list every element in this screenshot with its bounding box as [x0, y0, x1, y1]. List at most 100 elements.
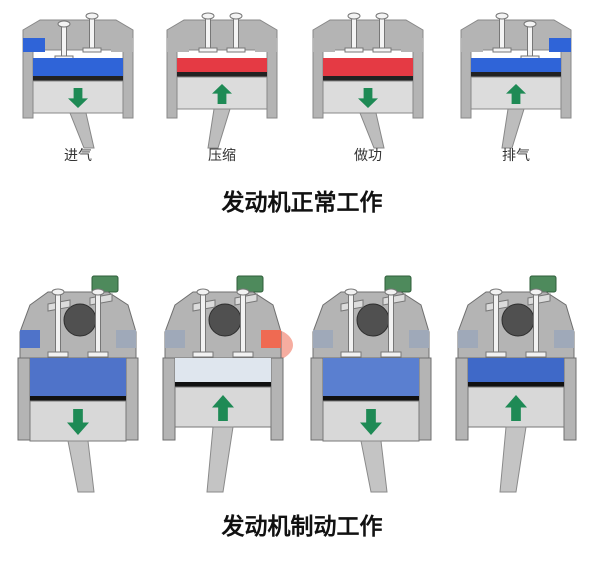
cylinder-wall-right — [270, 357, 284, 441]
intake-port — [313, 38, 335, 52]
cylinder-wall-left — [17, 357, 31, 441]
exhaust-valve-head — [372, 47, 392, 53]
normal-caption: 发动机正常工作 — [221, 189, 383, 216]
braking-caption: 发动机制动工作 — [221, 513, 383, 540]
exhaust-port — [255, 38, 277, 52]
piston-ring — [323, 396, 419, 401]
intake-valve-cap — [344, 288, 358, 296]
connecting-rod — [207, 108, 231, 149]
piston-ring — [468, 382, 564, 387]
combustion-chamber — [177, 58, 267, 72]
connecting-rod — [69, 112, 95, 149]
exhaust-port — [409, 330, 429, 348]
exhaust-valve-stem — [388, 289, 394, 355]
intake-port — [23, 38, 45, 52]
exhaust-port — [554, 330, 574, 348]
combustion-chamber — [30, 358, 126, 396]
exhaust-valve-stem — [533, 289, 539, 355]
cylinder-wall-right — [125, 357, 139, 441]
intake-valve-stem — [55, 289, 61, 355]
intake-valve-head — [340, 351, 362, 358]
cylinder-wall-left — [455, 357, 469, 441]
exhaust-valve-head — [525, 351, 547, 358]
braking-stroke-4 — [455, 275, 577, 493]
exhaust-valve-head — [87, 351, 109, 358]
normal-stroke-2: 压缩 — [166, 12, 278, 164]
combustion-chamber — [33, 58, 123, 76]
piston-direction-arrow — [358, 88, 378, 108]
exhaust-port — [549, 38, 571, 52]
combustion-chamber — [323, 58, 413, 76]
piston-direction-arrow — [360, 409, 382, 435]
piston-direction-arrow — [68, 88, 88, 108]
intake-valve-cap — [57, 20, 71, 28]
piston-direction-arrow — [67, 409, 89, 435]
camshaft — [501, 303, 535, 337]
exhaust-valve-cap — [91, 288, 105, 296]
stroke-label: 压缩 — [208, 148, 236, 164]
combustion-chamber — [468, 358, 564, 382]
cylinder-head — [460, 19, 572, 119]
piston-direction-arrow — [506, 84, 526, 104]
exhaust-port — [401, 38, 423, 52]
intake-valve-stem — [200, 289, 206, 355]
connecting-rod — [206, 426, 234, 493]
connecting-rod — [67, 440, 95, 493]
piston-ring — [177, 72, 267, 77]
braking-stroke-2 — [162, 275, 293, 493]
intake-valve-head — [192, 351, 214, 358]
intake-valve-head — [47, 351, 69, 358]
piston-ring — [471, 72, 561, 77]
intake-valve-cap — [51, 288, 65, 296]
intake-port — [167, 38, 189, 52]
combustion-chamber — [323, 358, 419, 396]
normal-operation-row: 进气压缩做功排气 — [22, 12, 572, 164]
cylinder-wall-left — [162, 357, 176, 441]
intake-valve-cap — [201, 12, 215, 20]
intake-valve-head — [344, 47, 364, 53]
exhaust-valve-cap — [85, 12, 99, 20]
exhaust-port — [261, 330, 281, 348]
exhaust-valve-head — [226, 47, 246, 53]
intake-port — [165, 330, 185, 348]
engine-braking-row — [17, 275, 577, 493]
exhaust-valve-head — [82, 47, 102, 53]
intake-valve-head — [485, 351, 507, 358]
intake-port — [313, 330, 333, 348]
piston-direction-arrow — [505, 395, 527, 421]
connecting-rod — [359, 112, 385, 149]
stroke-label: 进气 — [64, 148, 92, 164]
exhaust-valve-cap — [229, 12, 243, 20]
braking-stroke-1 — [17, 275, 139, 493]
intake-valve-cap — [489, 288, 503, 296]
piston-ring — [175, 382, 271, 387]
intake-valve-head — [492, 47, 512, 53]
exhaust-valve-stem — [240, 289, 246, 355]
exhaust-valve-head — [232, 351, 254, 358]
exhaust-port — [116, 330, 136, 348]
combustion-chamber — [471, 58, 561, 72]
intake-valve-stem — [348, 289, 354, 355]
intake-valve-cap — [196, 288, 210, 296]
intake-valve-cap — [347, 12, 361, 20]
connecting-rod — [501, 108, 525, 149]
camshaft — [356, 303, 390, 337]
camshaft — [63, 303, 97, 337]
camshaft — [208, 303, 242, 337]
intake-port — [461, 38, 483, 52]
exhaust-valve-cap — [529, 288, 543, 296]
cylinder-wall-right — [563, 357, 577, 441]
stroke-label: 排气 — [502, 148, 530, 164]
exhaust-valve-cap — [236, 288, 250, 296]
exhaust-valve-cap — [375, 12, 389, 20]
intake-valve-stem — [493, 289, 499, 355]
cylinder-wall-left — [310, 357, 324, 441]
intake-valve-head — [198, 47, 218, 53]
exhaust-valve-stem — [95, 289, 101, 355]
normal-stroke-1: 进气 — [22, 12, 134, 164]
exhaust-valve-cap — [384, 288, 398, 296]
exhaust-valve-head — [380, 351, 402, 358]
piston-direction-arrow — [212, 395, 234, 421]
intake-valve-cap — [495, 12, 509, 20]
